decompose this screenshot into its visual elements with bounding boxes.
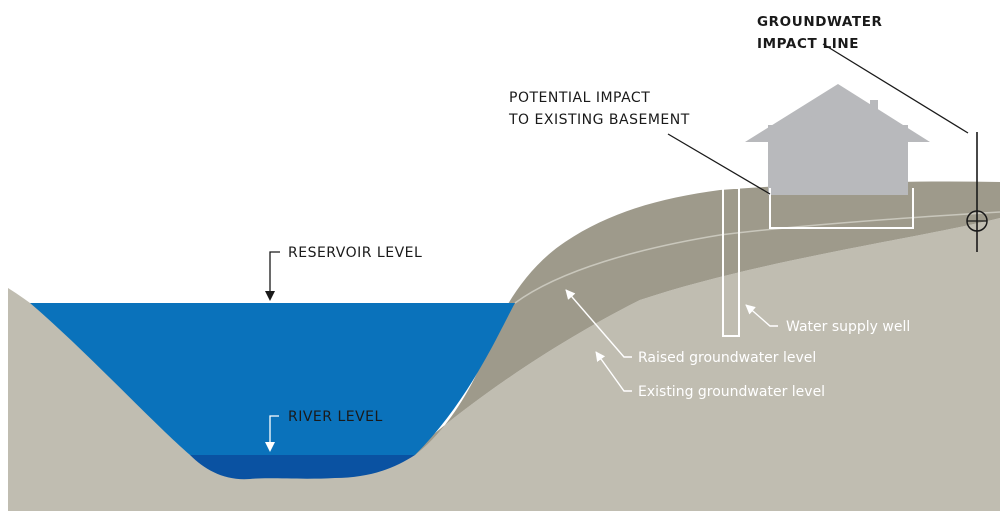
circle-crosshair-icon [966,210,988,232]
river-level-label: RIVER LEVEL [288,409,383,425]
arrow-down-icon [265,291,275,301]
house-icon [745,84,930,195]
basement-leader [667,133,771,195]
river-water [190,455,415,480]
reservoir-water [30,303,515,455]
impact-line-leader [822,43,969,134]
existing-groundwater-label: Existing groundwater level [638,384,825,400]
reservoir-level-marker [265,251,280,301]
potential-impact-label-1: POTENTIAL IMPACT [509,90,650,106]
arrow-down-icon [265,442,275,452]
raised-level-leader [565,289,632,358]
impact-line-label-1: GROUNDWATER [757,14,883,30]
reservoir-level-label: RESERVOIR LEVEL [288,245,422,261]
ground-saturated-band [410,181,1000,455]
well-leader [745,304,778,327]
water-supply-well-label: Water supply well [786,319,910,335]
impact-line-label-2: IMPACT LINE [757,36,859,52]
basement-outline [769,188,914,229]
ground-base [8,218,1000,511]
river-level-marker [265,415,279,452]
existing-level-leader [595,351,632,392]
water-supply-well [722,187,740,337]
potential-impact-label-2: TO EXISTING BASEMENT [508,112,690,128]
raised-groundwater-label: Raised groundwater level [638,350,816,366]
